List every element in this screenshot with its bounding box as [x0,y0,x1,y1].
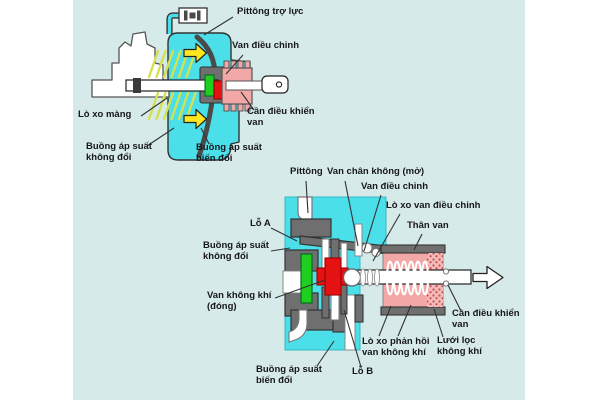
piston-stem [297,196,313,222]
check-valve [178,7,208,24]
label-booster-valve-control-rod: Cần điều khiển van [247,106,315,128]
flow-arrow [183,108,208,130]
flow-arrow [183,42,208,64]
return-spring-coil [386,260,429,296]
leader-lines [140,16,462,368]
label-port-b: Lỗ B [352,366,374,377]
flow-arrows [183,42,208,130]
air-valve [316,257,349,296]
label-booster-piston: Pittông trợ lực [237,6,304,17]
label-air-filter: Lưới lọc không khí [437,335,482,357]
label-detail-constant-chamber: Buồng áp suất không đổi [203,240,269,262]
label-air-valve-closed: Van không khí (đóng) [207,290,272,312]
output-force-arrow [472,265,504,290]
label-booster-control-valve: Van điều chỉnh [232,40,300,51]
label-detail-piston: Pittông [290,166,323,177]
label-control-valve-spring: Lò xo van điều chỉnh [386,200,481,211]
label-port-a: Lỗ A [250,218,271,229]
label-detail-variable-chamber: Buồng áp suất biến đổi [256,364,322,386]
control-valve-spring-bellows [359,268,381,287]
vacuum-hose [166,12,181,34]
label-diaphragm-spring: Lò xo màng [78,109,132,120]
spring-seat-dot [442,268,450,275]
label-detail-valve-control-rod: Cần điều khiển van [452,308,520,330]
label-detail-control-valve: Van điều chỉnh [361,181,429,192]
reaction-disc-detail [300,253,313,304]
reaction-disc [204,74,215,97]
operating-rod [225,75,289,94]
spring-seat-dot [442,280,450,287]
control-valve-piece [354,223,363,257]
booster-overview-diagram [91,7,289,161]
label-booster-constant-chamber: Buồng áp suất không đổi [86,141,152,163]
label-booster-variable-chamber: Buồng áp suất biến đổi [196,142,262,164]
label-vacuum-valve-open: Van chân không (mở) [327,166,425,177]
label-valve-body: Thân van [407,220,449,231]
push-rod-end [133,78,141,93]
label-air-valve-return-spring: Lò xo phản hồi van không khí [362,336,430,358]
valve-detail-diagram [282,196,504,351]
reaction-ball [342,268,362,287]
